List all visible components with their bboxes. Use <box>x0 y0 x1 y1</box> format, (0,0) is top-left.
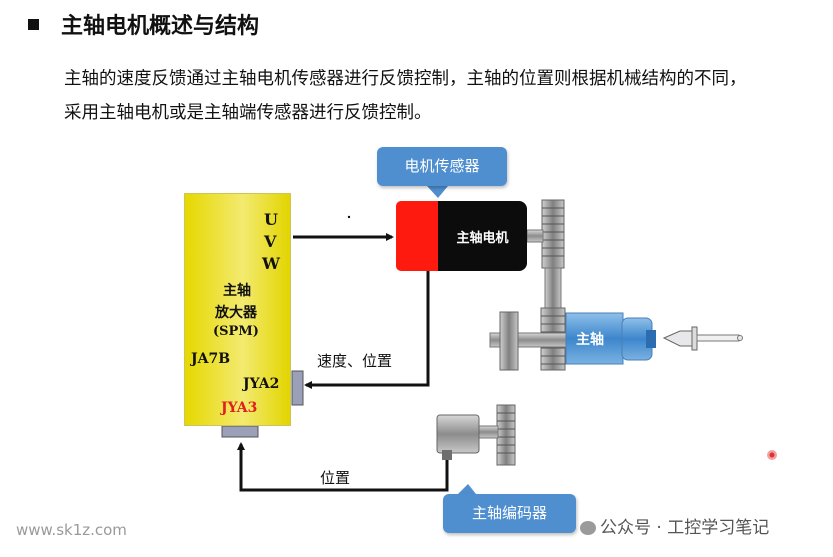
belt <box>544 267 562 311</box>
encoder-cable <box>442 450 452 460</box>
tool-tip <box>737 335 743 341</box>
motor-shaft <box>526 229 544 243</box>
jya2-connector <box>291 370 304 406</box>
encoder-shaft <box>477 425 499 439</box>
terminal-w: W <box>262 254 280 273</box>
port-ja7b: JA7B <box>191 351 231 367</box>
encoder-gear <box>496 404 516 466</box>
encoder-gear-teeth <box>497 412 515 454</box>
spindle-body <box>565 312 624 365</box>
spindle-motor-label: 主轴电机 <box>456 230 509 246</box>
red-dot-center <box>769 452 775 458</box>
terminal-v: V <box>264 232 277 251</box>
spm-label-line2: 放大器 <box>215 305 257 321</box>
callout-spindle-encoder: 主轴编码器 <box>443 494 576 533</box>
speed-position-feedback-arrow <box>304 271 430 389</box>
spm-label-line3: (SPM) <box>213 324 259 339</box>
spm-amplifier: U V W 主轴 放大器 (SPM) JA7B JYA2 JYA3 <box>184 193 291 426</box>
label-speed-position: 速度、位置 <box>317 352 393 370</box>
tool <box>662 330 695 347</box>
left-gear <box>499 311 519 371</box>
position-feedback-arrow <box>237 442 449 492</box>
spindle-nose-cap <box>646 330 656 348</box>
watermark-site: www.sk1z.com <box>16 521 127 539</box>
jya3-connector <box>221 425 259 438</box>
motor-gear-teeth <box>542 207 564 257</box>
spindle-motor: 主轴电机 <box>438 201 527 271</box>
callout-encoder-pointer <box>458 484 476 494</box>
square-bullet-icon <box>28 18 39 30</box>
tool-flange <box>691 326 698 351</box>
spm-label-line1: 主轴 <box>223 283 251 299</box>
port-jya3: JYA3 <box>221 400 258 416</box>
wechat-icon <box>580 521 596 535</box>
callout-motor-pointer <box>427 186 448 198</box>
encoder-body <box>436 414 480 454</box>
tool-shank <box>696 334 740 342</box>
label-position: 位置 <box>320 469 351 487</box>
callout-motor-sensor: 电机传感器 <box>377 147 507 186</box>
spindle-label: 主轴 <box>576 332 604 348</box>
heading-title: 主轴电机概述与结构 <box>61 14 260 39</box>
motor-gear <box>541 199 565 269</box>
watermark-account-text: 公众号 · 工控学习笔记 <box>600 518 770 538</box>
section-heading: 主轴电机概述与结构 <box>28 8 259 40</box>
motor-sensor-block <box>396 201 438 271</box>
intro-paragraph: 主轴的速度反馈通过主轴电机传感器进行反馈控制，主轴的位置则根据机械结构的不同，采… <box>64 69 747 123</box>
dot-mark <box>347 215 351 219</box>
terminal-u: U <box>264 210 278 229</box>
port-jya2: JYA2 <box>243 376 280 392</box>
watermark-account: 公众号 · 工控学习笔记 <box>580 513 769 538</box>
